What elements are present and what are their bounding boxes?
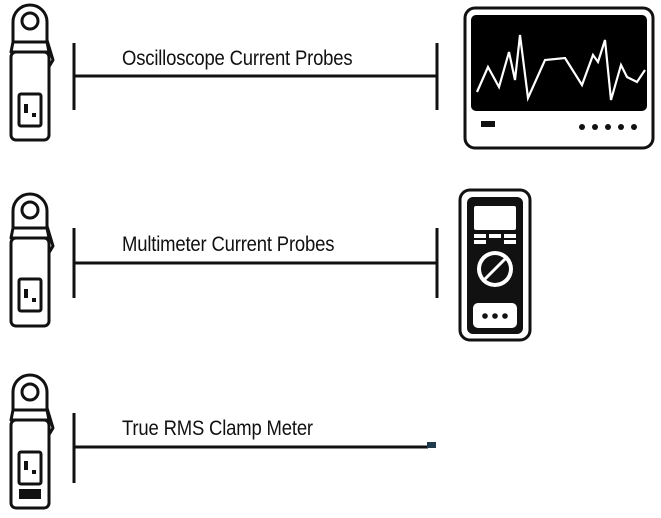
label-true-rms-clamp-meter: True RMS Clamp Meter: [122, 417, 313, 440]
line-end-marker: [427, 442, 436, 448]
connector-line-oscilloscope: [72, 43, 439, 110]
multimeter-icon: [458, 188, 532, 342]
oscilloscope-icon: [463, 6, 655, 150]
probe-icon-multimeter-row: [9, 192, 55, 328]
label-multimeter-current-probes: Multimeter Current Probes: [122, 233, 335, 256]
connector-line-multimeter: [72, 228, 439, 298]
connector-line-clamp-meter: [72, 413, 428, 483]
label-oscilloscope-current-probes: Oscilloscope Current Probes: [122, 47, 353, 70]
clamp-meter-icon: [9, 373, 55, 510]
probe-icon-oscilloscope-row: [9, 3, 55, 142]
